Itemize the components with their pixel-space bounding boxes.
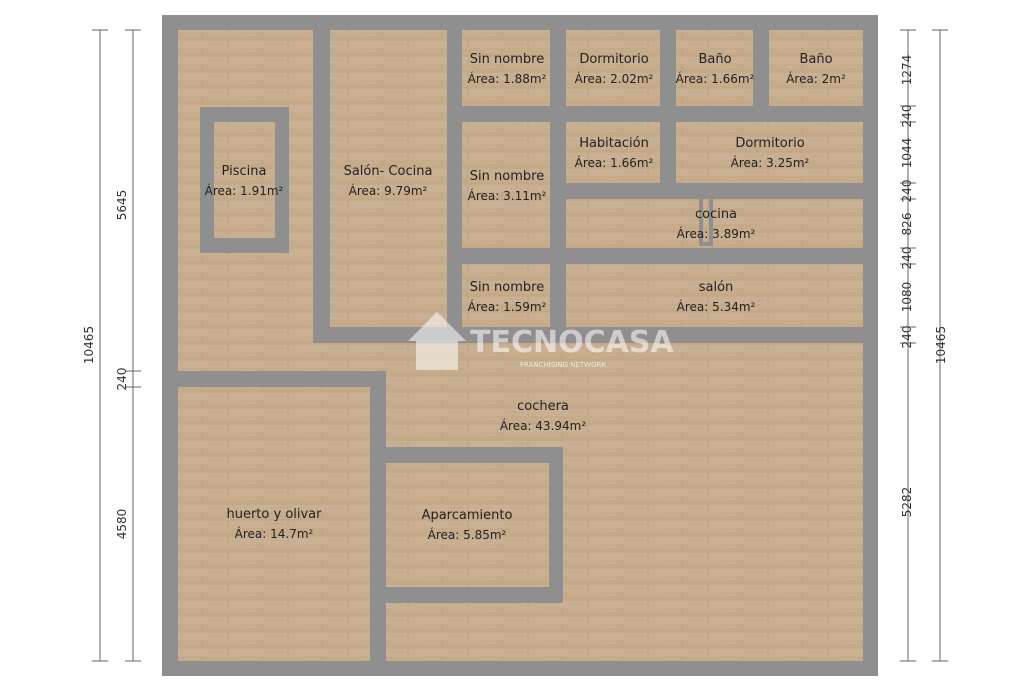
label-dormitorio-2-name: Dormitorio — [735, 136, 804, 151]
dim-left-total: 10465 — [82, 326, 96, 364]
dim-right-240b: 240 — [900, 180, 914, 203]
room-bano-1 — [676, 30, 753, 106]
label-bano-1-area: Área: 1.66m² — [676, 71, 755, 86]
label-cocina-area: Área: 3.89m² — [677, 226, 756, 241]
room-sin-nombre-1 — [462, 30, 550, 106]
watermark-subtitle: FRANCHISING NETWORK — [520, 361, 606, 369]
dim-left-bottom: 4580 — [115, 509, 129, 540]
room-salon — [566, 264, 863, 327]
label-sin-nombre-3-area: Área: 1.59m² — [468, 299, 547, 314]
tecnocasa-watermark: TECNOCASA FRANCHISING NETWORK — [408, 312, 674, 370]
label-sin-nombre-1-area: Área: 1.88m² — [468, 71, 547, 86]
dim-right-1274: 1274 — [900, 55, 914, 86]
label-huerto-name: huerto y olivar — [226, 507, 322, 522]
label-salon-area: Área: 5.34m² — [677, 299, 756, 314]
label-aparcamiento-area: Área: 5.85m² — [428, 527, 507, 542]
label-bano-2-name: Baño — [799, 52, 832, 67]
left-dimension-labels: 10465 5645 240 4580 — [82, 190, 129, 540]
dim-right-826: 826 — [900, 213, 914, 236]
dim-left-mid: 240 — [115, 368, 129, 391]
main-area — [178, 30, 863, 661]
label-aparcamiento-name: Aparcamiento — [422, 508, 513, 523]
room-piscina — [214, 122, 275, 238]
room-areas — [178, 30, 863, 661]
watermark-brand: TECNOCASA — [470, 325, 674, 360]
room-cocina — [566, 199, 863, 248]
label-cocina-name: cocina — [695, 207, 737, 222]
room-bano-2 — [769, 30, 863, 106]
label-bano-1-name: Baño — [698, 52, 731, 67]
room-habitacion — [566, 122, 660, 183]
dim-right-5282: 5282 — [900, 487, 914, 518]
label-sin-nombre-2-area: Área: 3.11m² — [468, 188, 547, 203]
right-dimension-labels: 1274 240 1044 240 826 240 1080 240 5282 … — [900, 55, 948, 518]
room-sin-nombre-2 — [462, 122, 550, 248]
label-cochera-area: Área: 43.94m² — [500, 418, 587, 433]
label-piscina-name: Piscina — [222, 164, 267, 179]
label-cochera-name: cochera — [517, 399, 569, 414]
label-sin-nombre-3-name: Sin nombre — [470, 280, 544, 295]
dim-right-1044: 1044 — [900, 138, 914, 169]
label-dormitorio-1-area: Área: 2.02m² — [575, 71, 654, 86]
room-huerto — [178, 387, 370, 661]
label-habitacion-name: Habitación — [579, 136, 649, 151]
label-salon-cocina-name: Salón- Cocina — [344, 164, 433, 179]
label-piscina-area: Área: 1.91m² — [205, 183, 284, 198]
dim-right-240a: 240 — [900, 105, 914, 128]
label-huerto-area: Área: 14.7m² — [235, 526, 314, 541]
room-dormitorio-2 — [676, 122, 863, 183]
label-dormitorio-2-area: Área: 3.25m² — [731, 155, 810, 170]
room-salon-cocina — [330, 30, 447, 327]
label-salon-name: salón — [699, 280, 734, 295]
label-salon-cocina-area: Área: 9.79m² — [349, 183, 428, 198]
dim-right-240c: 240 — [900, 247, 914, 270]
dim-left-top: 5645 — [115, 190, 129, 221]
label-habitacion-area: Área: 1.66m² — [575, 155, 654, 170]
label-sin-nombre-2-name: Sin nombre — [470, 169, 544, 184]
dim-right-1080: 1080 — [900, 282, 914, 313]
room-dormitorio-1 — [566, 30, 660, 106]
label-sin-nombre-1-name: Sin nombre — [470, 52, 544, 67]
dim-right-240d: 240 — [900, 326, 914, 349]
dim-right-total: 10465 — [934, 326, 948, 364]
room-sin-nombre-3 — [462, 264, 550, 327]
wall-stub-inner — [703, 199, 709, 242]
label-dormitorio-1-name: Dormitorio — [579, 52, 648, 67]
right-dimensions — [900, 29, 948, 662]
house-logo-icon — [408, 312, 466, 370]
room-aparcamiento — [386, 463, 549, 587]
room-labels: Piscina Área: 1.91m² Salón- Cocina Área:… — [205, 52, 846, 542]
left-dimensions — [92, 29, 141, 662]
label-bano-2-area: Área: 2m² — [786, 71, 846, 86]
